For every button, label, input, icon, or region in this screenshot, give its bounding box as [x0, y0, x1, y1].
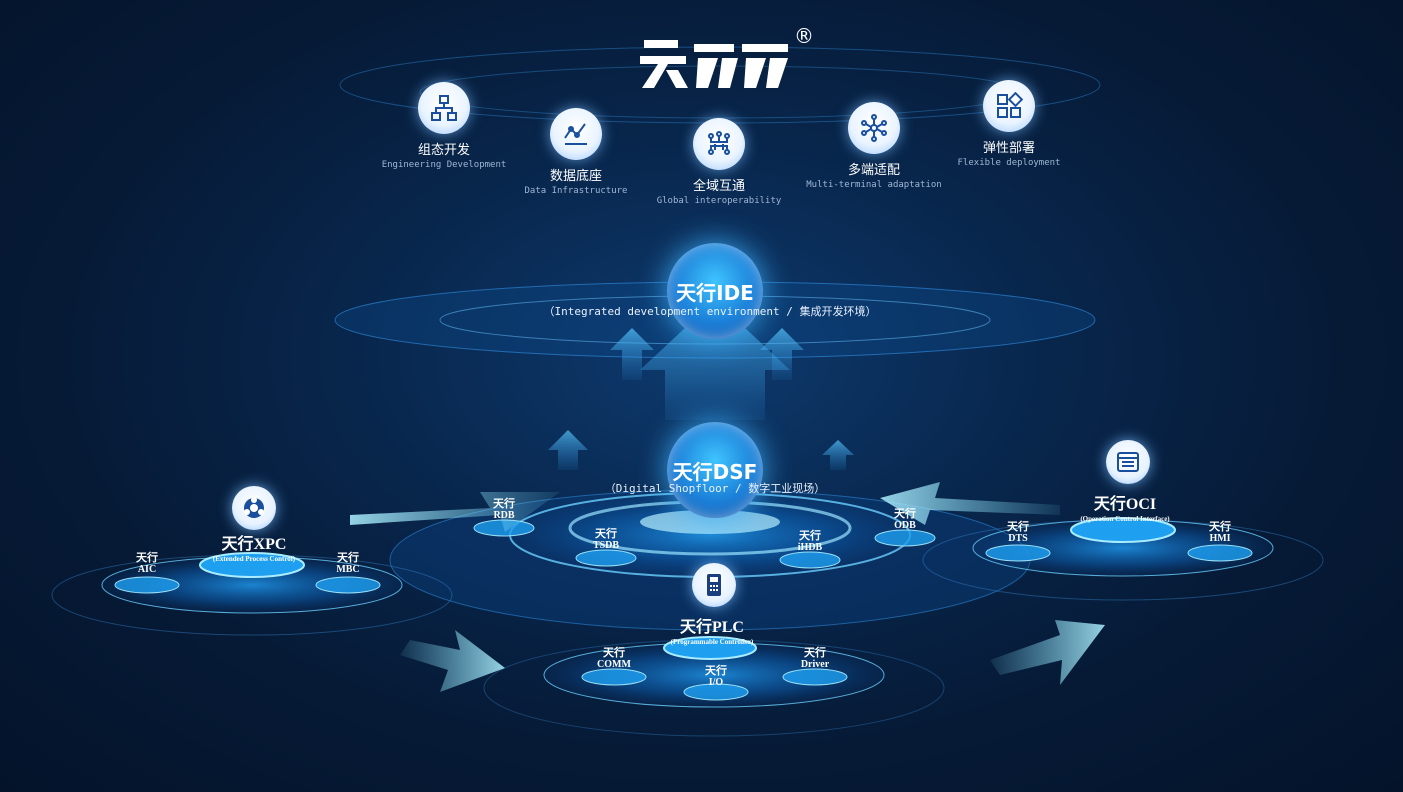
- node-prefix: 天行: [595, 528, 617, 540]
- node-prefix: 天行: [337, 552, 359, 564]
- feature-subtitle: Flexible deployment: [957, 158, 1061, 168]
- feature-title: 全域互通: [692, 179, 745, 194]
- oci-title[interactable]: 天行OCI (Operation Control Interface): [1056, 490, 1194, 523]
- node-name: I/O: [708, 677, 724, 688]
- controller-icon: [692, 563, 736, 607]
- oci-label: 天行OCI: [1093, 496, 1157, 513]
- xpc-title[interactable]: 天行XPC (Extended Process Control): [192, 530, 316, 563]
- network-icon: [848, 102, 900, 154]
- feature-subtitle: Data Infrastructure: [524, 186, 628, 196]
- dsf-description: （Digital Shopfloor / 数字工业现场）: [604, 482, 826, 495]
- feature-flexible-deployment[interactable]: 弹性部署 Flexible deployment: [929, 80, 1089, 168]
- plc-title[interactable]: 天行PLC (Programmable Controller): [652, 613, 772, 646]
- node-prefix: 天行: [603, 647, 625, 659]
- feature-subtitle: Global interoperability: [656, 196, 782, 206]
- node-name: iHDB: [797, 542, 823, 553]
- feature-title: 弹性部署: [982, 141, 1035, 156]
- node-name: COMM: [597, 659, 631, 670]
- node-name: TSDB: [592, 540, 620, 551]
- node-prefix: 天行: [1007, 521, 1029, 533]
- node-prefix: 天行: [894, 508, 916, 520]
- dsf-label: 天行DSF: [672, 459, 758, 484]
- feature-engineering-development[interactable]: 组态开发 Engineering Development: [364, 82, 524, 170]
- registered-mark: ®: [794, 24, 814, 48]
- node-prefix: 天行: [493, 498, 515, 510]
- node-name: ODB: [894, 520, 916, 531]
- feature-title: 多端适配: [847, 163, 900, 178]
- oci-description: (Operation Control Interface): [1080, 515, 1170, 523]
- feature-data-infrastructure[interactable]: 数据底座 Data Infrastructure: [496, 108, 656, 196]
- feature-subtitle: Multi-terminal adaptation: [806, 180, 942, 190]
- feature-subtitle: Engineering Development: [381, 160, 507, 170]
- hierarchy-icon: [418, 82, 470, 134]
- node-name: DTS: [1008, 533, 1028, 544]
- node-prefix: 天行: [705, 665, 727, 677]
- node-name: AIC: [137, 564, 157, 575]
- node-prefix: 天行: [1209, 521, 1231, 533]
- tianxing-logo: [638, 30, 798, 92]
- xpc-description: (Extended Process Control): [212, 555, 296, 563]
- node-name: RDB: [493, 510, 515, 521]
- apps-icon: [983, 80, 1035, 132]
- feature-title: 组态开发: [417, 143, 470, 158]
- circuit-icon: [693, 118, 745, 170]
- ide-hub[interactable]: 天行IDE: [667, 243, 763, 339]
- xpc-label: 天行XPC: [221, 536, 287, 553]
- plc-label: 天行PLC: [679, 619, 744, 636]
- node-name: Driver: [800, 659, 830, 670]
- plc-description: (Programmable Controller): [670, 638, 754, 646]
- dsf-hub[interactable]: 天行DSF: [667, 422, 763, 518]
- feature-global-interoperability[interactable]: 全域互通 Global interoperability: [639, 118, 799, 206]
- ide-label: 天行IDE: [676, 280, 754, 305]
- node-prefix: 天行: [804, 647, 826, 659]
- ide-description: （Integrated development environment / 集成…: [543, 305, 877, 318]
- node-name: MBC: [336, 564, 360, 575]
- node-prefix: 天行: [136, 552, 158, 564]
- process-control-icon: [232, 486, 276, 530]
- window-icon: [1106, 440, 1150, 484]
- node-prefix: 天行: [799, 530, 821, 542]
- trend-icon: [550, 108, 602, 160]
- node-name: HMI: [1209, 533, 1231, 544]
- feature-title: 数据底座: [549, 169, 602, 184]
- feature-multi-terminal[interactable]: 多端适配 Multi-terminal adaptation: [794, 102, 954, 190]
